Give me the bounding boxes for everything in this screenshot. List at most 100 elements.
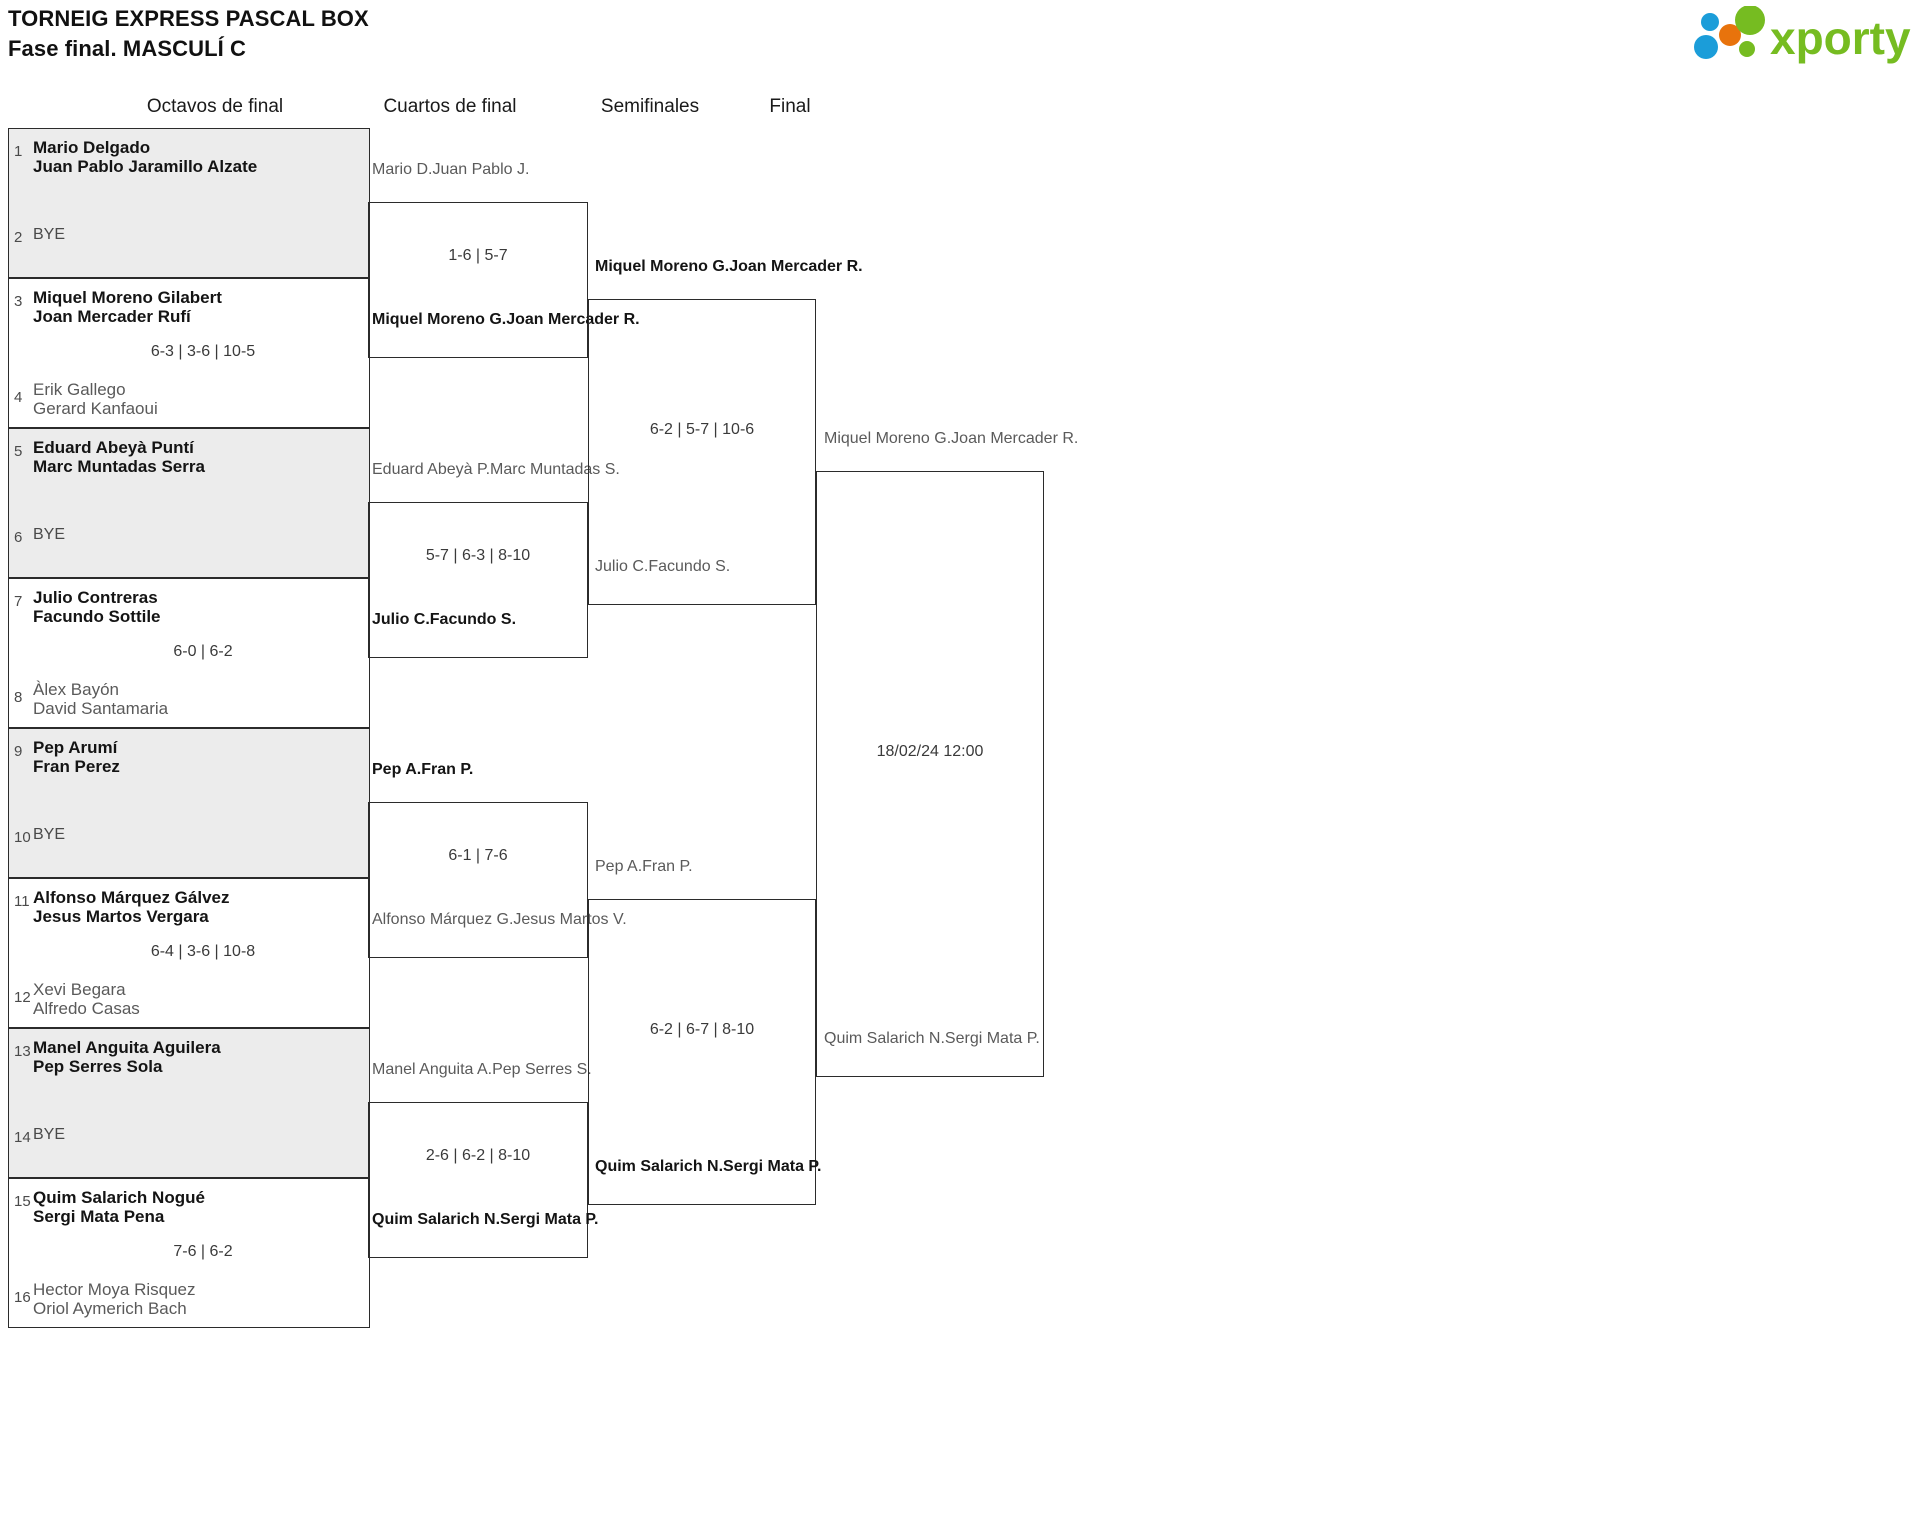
qf-match-entry[interactable]: Mario D.Juan Pablo J. — [372, 160, 529, 179]
xporty-logo-svg: xporty — [1694, 6, 1911, 64]
player-name: Alfonso Márquez Gálvez — [33, 888, 230, 907]
player-name: Xevi Begara — [33, 980, 126, 999]
logo-dot-orange — [1719, 24, 1741, 46]
seed-number: 1 — [14, 143, 23, 160]
qf-match-entry[interactable]: Julio C.Facundo S. — [372, 610, 516, 629]
seed-number: 13 — [14, 1043, 31, 1060]
bye-label: BYE — [33, 226, 66, 243]
bye-label: BYE — [33, 826, 66, 843]
final-match-entry[interactable]: Miquel Moreno G.Joan Mercader R. — [824, 429, 1078, 448]
player-name: Manel Anguita Aguilera — [33, 1038, 221, 1057]
round-header-octavos: Octavos de final — [146, 96, 284, 117]
player-name: Julio Contreras — [33, 588, 158, 607]
team-names: Quim Salarich N.Sergi Mata P. — [595, 1157, 821, 1176]
xporty-logo: xporty — [1692, 6, 1912, 64]
player-name: Facundo S. — [429, 611, 517, 628]
team-names: Miquel Moreno G.Joan Mercader R. — [595, 257, 863, 276]
qf-match-entry[interactable]: Manel Anguita A.Pep Serres S. — [372, 1060, 592, 1079]
qf-match-entry[interactable]: Alfonso Márquez G.Jesus Martos V. — [372, 910, 627, 929]
seed-number: 10 — [14, 829, 31, 846]
player-name: Fran Perez — [33, 757, 120, 776]
final-match-entry[interactable]: Quim Salarich N.Sergi Mata P. — [824, 1029, 1040, 1048]
title-block: TORNEIG EXPRESS PASCAL BOX Fase final. M… — [8, 4, 908, 64]
player-name: Julio C. — [372, 611, 430, 628]
seed-number: 4 — [14, 389, 23, 406]
sf-match-entry[interactable]: Miquel Moreno G.Joan Mercader R. — [595, 257, 863, 276]
player-name: Mario Delgado — [33, 138, 151, 157]
player-name: Eduard Abeyà Puntí — [33, 438, 194, 457]
player-name: Miquel Moreno G. — [595, 258, 730, 275]
player-name: Miquel Moreno G. — [824, 430, 952, 447]
seed-number: 5 — [14, 443, 23, 460]
seed-number: 3 — [14, 293, 23, 310]
player-name: Sergi Mata Pena — [33, 1207, 165, 1226]
qf-match-entry[interactable]: Miquel Moreno G.Joan Mercader R. — [372, 310, 640, 329]
sf-connector-box: 6-2 | 6-7 | 8-10 — [588, 899, 816, 1205]
round-header-final: Final — [769, 96, 811, 117]
team-names: Alfonso Márquez G.Jesus Martos V. — [372, 910, 627, 929]
player-name: Marc Muntadas S. — [490, 461, 620, 478]
qf-match-entry[interactable]: Pep A.Fran P. — [372, 760, 473, 779]
match-score: 6-2 | 5-7 | 10-6 — [649, 421, 755, 438]
match-score: 6-1 | 7-6 — [448, 847, 508, 864]
seed-number: 14 — [14, 1129, 31, 1146]
seed-number: 16 — [14, 1289, 31, 1306]
sf-connector-box: 6-2 | 5-7 | 10-6 — [588, 299, 816, 605]
qf-match-entry[interactable]: Eduard Abeyà P.Marc Muntadas S. — [372, 460, 620, 479]
player-name: Quim Salarich N. — [595, 1158, 724, 1175]
player-name: Sergi Mata P. — [723, 1158, 822, 1175]
player-name: Eduard Abeyà P. — [372, 461, 491, 478]
player-name: Quim Salarich N. — [372, 1211, 501, 1228]
logo-dot-green-large — [1735, 6, 1765, 35]
player-name: Juan Pablo Jaramillo Alzate — [33, 157, 258, 176]
player-name: Quim Salarich Nogué — [33, 1188, 205, 1207]
team-names: Julio C.Facundo S. — [372, 610, 516, 629]
seed-number: 11 — [14, 893, 30, 910]
team-names: Miquel Moreno G.Joan Mercader R. — [372, 310, 640, 329]
match-score: 6-3 | 3-6 | 10-5 — [150, 343, 256, 360]
team-names: Manel Anguita A.Pep Serres S. — [372, 1060, 592, 1079]
seed-number: 7 — [14, 593, 23, 610]
player-name: Alfonso Márquez G. — [372, 911, 514, 928]
qf-connector-box: 2-6 | 6-2 | 8-10 — [368, 1102, 588, 1258]
player-name: Joan Mercader R. — [951, 430, 1079, 447]
final-datetime: 18/02/24 12:00 — [876, 743, 984, 760]
sf-match-entry[interactable]: Julio C.Facundo S. — [595, 557, 730, 576]
player-name: Erik Gallego — [33, 380, 126, 399]
team-names: Quim Salarich N.Sergi Mata P. — [824, 1029, 1040, 1048]
player-name: Juan Pablo J. — [432, 161, 530, 178]
player-name: Oriol Aymerich Bach — [33, 1299, 187, 1318]
sf-match-entry[interactable]: Quim Salarich N.Sergi Mata P. — [595, 1157, 821, 1176]
match-score: 6-4 | 3-6 | 10-8 — [150, 943, 256, 960]
final-connector-box: 18/02/24 12:00 — [816, 471, 1044, 1077]
match-score: 5-7 | 6-3 | 8-10 — [425, 547, 531, 564]
player-name: Gerard Kanfaoui — [33, 399, 158, 418]
team-names: Julio C.Facundo S. — [595, 557, 730, 576]
player-name: Marc Muntadas Serra — [33, 457, 205, 476]
seed-number: 8 — [14, 689, 23, 706]
match-score: 6-2 | 6-7 | 8-10 — [649, 1021, 755, 1038]
player-name: Hector Moya Risquez — [33, 1280, 196, 1299]
player-name: Sergi Mata P. — [944, 1030, 1040, 1047]
qf-connector-box: 5-7 | 6-3 | 8-10 — [368, 502, 588, 658]
round-header-cuartos: Cuartos de final — [383, 96, 517, 117]
sf-match-entry[interactable]: Pep A.Fran P. — [595, 857, 693, 876]
player-name: Pep Serres Sola — [33, 1057, 163, 1076]
qf-match-entry[interactable]: Quim Salarich N.Sergi Mata P. — [372, 1210, 598, 1229]
